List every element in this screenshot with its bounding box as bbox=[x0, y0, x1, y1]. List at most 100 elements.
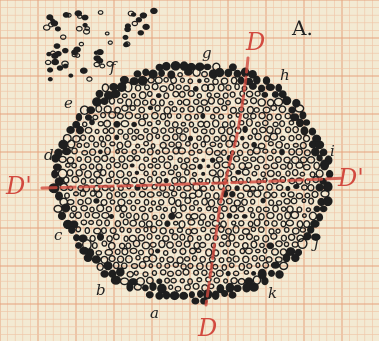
rim-cell bbox=[89, 119, 94, 124]
rim-cell bbox=[96, 90, 103, 97]
rim-cell bbox=[227, 213, 232, 218]
rim-cell bbox=[134, 71, 141, 78]
rim-cell bbox=[267, 243, 274, 249]
rim-cell bbox=[293, 184, 299, 189]
rim-cell bbox=[300, 112, 306, 120]
rim-cell bbox=[240, 136, 244, 140]
rim-cell bbox=[156, 93, 161, 97]
central-cell bbox=[201, 158, 205, 162]
rim-cell bbox=[79, 235, 88, 242]
rim-cell bbox=[192, 298, 199, 304]
scattered-cell bbox=[143, 24, 149, 29]
scattered-cell bbox=[82, 15, 88, 20]
rim-cell bbox=[98, 150, 102, 154]
panel-label: A. bbox=[291, 16, 313, 40]
rim-cell bbox=[180, 292, 188, 299]
rim-cell bbox=[188, 136, 193, 141]
rim-cell bbox=[225, 69, 232, 77]
label-g: g bbox=[202, 44, 212, 62]
rim-cell bbox=[258, 85, 265, 92]
rim-cell bbox=[283, 96, 291, 105]
central-cell bbox=[201, 172, 205, 176]
section-axis-bottom-label: D bbox=[197, 314, 217, 341]
scattered-cell bbox=[83, 23, 87, 26]
scattered-cell bbox=[54, 44, 60, 48]
scattered-cell bbox=[97, 58, 103, 63]
scattered-cell bbox=[52, 59, 59, 64]
rim-cell bbox=[68, 226, 75, 233]
rim-cell bbox=[251, 271, 255, 275]
rim-cell bbox=[87, 106, 95, 113]
rim-cell bbox=[234, 285, 242, 292]
label-a: a bbox=[150, 304, 159, 322]
rim-cell bbox=[189, 291, 195, 298]
rim-cell bbox=[76, 113, 82, 121]
rim-cell bbox=[229, 191, 235, 197]
scattered-cell bbox=[136, 18, 141, 22]
rim-cell bbox=[111, 90, 120, 98]
scattered-cell bbox=[97, 50, 103, 55]
rim-cell bbox=[307, 226, 314, 233]
rim-cell bbox=[94, 198, 100, 203]
rim-cell bbox=[326, 170, 333, 178]
rim-cell bbox=[238, 77, 244, 85]
scattered-cell bbox=[63, 48, 68, 52]
rim-cell bbox=[197, 290, 203, 297]
rim-cell bbox=[291, 254, 299, 262]
scattered-cell bbox=[151, 8, 157, 13]
rim-cell bbox=[317, 155, 323, 162]
rim-cell bbox=[184, 69, 192, 76]
rim-cell bbox=[67, 126, 75, 133]
central-cell bbox=[210, 158, 215, 163]
rim-cell bbox=[193, 86, 198, 91]
rim-cell bbox=[301, 127, 308, 136]
rim-cell bbox=[204, 64, 211, 70]
rim-cell bbox=[75, 242, 82, 248]
rim-cell bbox=[272, 91, 279, 97]
rim-cell bbox=[104, 262, 113, 271]
scattered-cell bbox=[69, 74, 73, 77]
rim-cell bbox=[109, 214, 113, 218]
scattered-cell bbox=[125, 24, 130, 28]
rim-cell bbox=[286, 186, 290, 191]
rim-cell bbox=[268, 270, 274, 276]
rim-cell bbox=[62, 148, 71, 155]
rim-cell bbox=[143, 69, 150, 76]
rim-cell bbox=[271, 262, 279, 269]
rim-cell bbox=[316, 213, 322, 221]
rim-cell bbox=[314, 206, 320, 212]
rim-cell bbox=[226, 271, 231, 276]
scattered-cell bbox=[47, 15, 53, 20]
label-d: d bbox=[44, 146, 54, 164]
rim-cell bbox=[171, 61, 180, 70]
rim-cell bbox=[263, 77, 270, 85]
scattered-cell bbox=[63, 13, 69, 18]
rim-cell bbox=[279, 149, 284, 155]
rim-cell bbox=[309, 128, 316, 135]
label-k: k bbox=[268, 284, 277, 302]
rim-cell bbox=[252, 142, 257, 147]
rim-cell bbox=[155, 249, 160, 253]
section-axis-right-label: D' bbox=[337, 164, 364, 192]
label-b: b bbox=[96, 281, 106, 299]
rim-cell bbox=[51, 170, 57, 178]
rim-cell bbox=[163, 291, 170, 299]
rim-cell bbox=[170, 291, 179, 299]
rim-cell bbox=[114, 121, 121, 127]
rim-cell bbox=[212, 291, 219, 300]
scattered-cell bbox=[140, 13, 146, 18]
rim-cell bbox=[159, 70, 165, 77]
rim-cell bbox=[61, 204, 69, 212]
rim-cell bbox=[221, 290, 227, 296]
rim-cell bbox=[127, 283, 133, 292]
scattered-cell bbox=[57, 66, 62, 70]
scattered-cell bbox=[55, 27, 60, 31]
rim-cell bbox=[198, 164, 203, 169]
rim-cell bbox=[243, 126, 248, 133]
rim-cell bbox=[261, 198, 266, 203]
rim-cell bbox=[283, 253, 290, 262]
rim-cell bbox=[296, 119, 303, 127]
rim-cell bbox=[130, 164, 134, 168]
rim-cell bbox=[116, 268, 124, 277]
rim-cell bbox=[109, 83, 117, 90]
